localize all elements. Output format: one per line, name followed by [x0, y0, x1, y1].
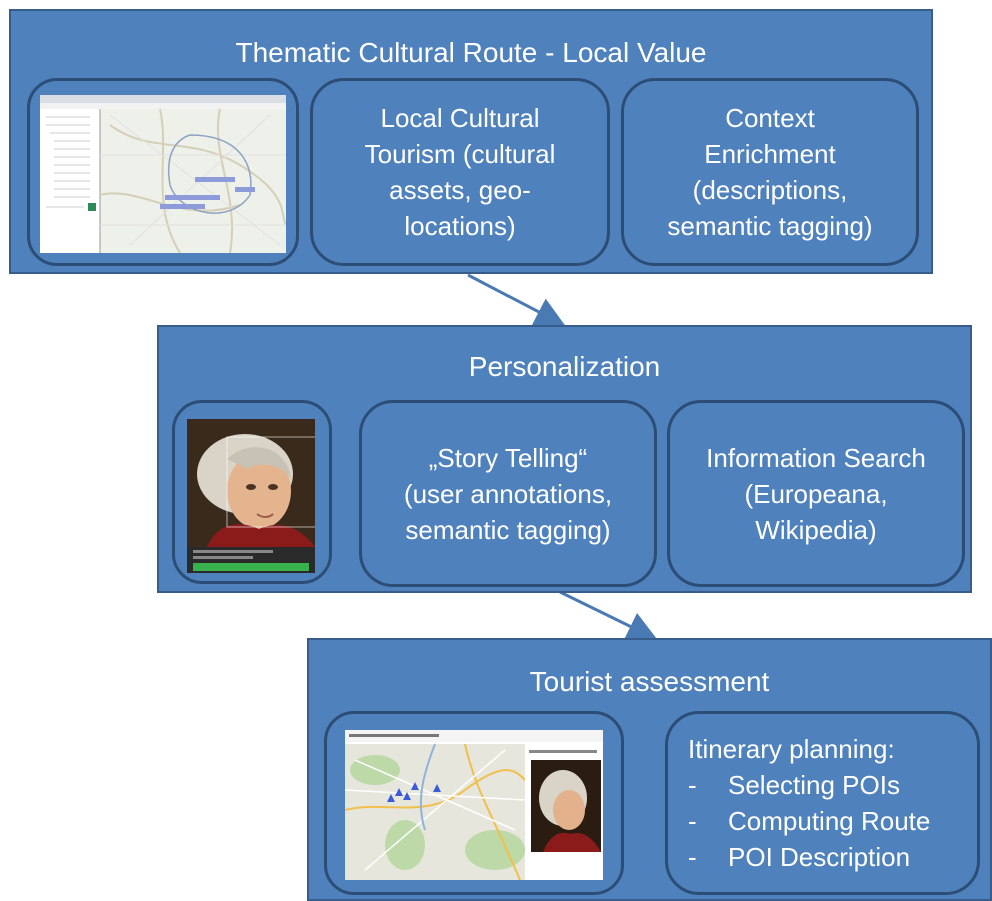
- route-map-image: [345, 730, 603, 880]
- card-line: (Europeana,: [744, 478, 888, 509]
- card-information-search: Information Search (Europeana, Wikipedia…: [667, 400, 965, 587]
- map-editor-screenshot: [40, 95, 286, 253]
- panel-thematic-cultural-route: Thematic Cultural Route - Local Value: [9, 9, 933, 274]
- itinerary-title: Itinerary planning:: [688, 734, 895, 764]
- card-line: Local Cultural: [380, 103, 540, 133]
- card-line: „Story Telling“: [428, 442, 588, 473]
- card-line: Wikipedia): [755, 514, 877, 545]
- card-line: locations): [404, 211, 516, 241]
- card-line: Context: [725, 103, 815, 133]
- card-line: Tourism (cultural: [364, 139, 556, 169]
- route-map-card: [324, 711, 624, 895]
- card-line: (user annotations,: [403, 478, 613, 509]
- map-editor-screenshot-card: [27, 78, 299, 266]
- card-line: Enrichment: [704, 139, 836, 169]
- map-editor-image: [40, 95, 286, 253]
- itinerary-item: - Selecting POIs: [688, 767, 930, 803]
- panel-title: Personalization: [468, 351, 661, 382]
- bullet-dash: -: [688, 806, 697, 836]
- portrait-app-card: [172, 400, 332, 584]
- itinerary-item-text: Selecting POIs: [728, 770, 900, 800]
- arrow-top-to-middle: [467, 273, 566, 326]
- itinerary-item-text: POI Description: [728, 842, 911, 872]
- bullet-dash: -: [688, 842, 697, 872]
- card-line: assets, geo-: [389, 175, 531, 205]
- bullet-dash: -: [688, 770, 697, 800]
- itinerary-item: - POI Description: [688, 839, 930, 875]
- panel-personalization: Personalization „Story Telling“: [157, 325, 972, 593]
- portrait-image: [187, 419, 315, 573]
- panel-title: Thematic Cultural Route - Local Value: [235, 37, 707, 68]
- itinerary-item-text: Computing Route: [728, 806, 931, 836]
- panel-tourist-assessment: Tourist assessment: [307, 638, 992, 901]
- route-map-screenshot: [345, 730, 603, 880]
- panel-title: Tourist assessment: [529, 666, 770, 697]
- card-local-cultural-tourism: Local Cultural Tourism (cultural assets,…: [310, 78, 610, 266]
- card-line: semantic tagging): [405, 514, 611, 545]
- card-line: (descriptions,: [692, 175, 848, 205]
- card-line: semantic tagging): [667, 211, 873, 241]
- card-line: Information Search: [706, 442, 926, 473]
- arrow-middle-to-bottom: [559, 590, 658, 640]
- itinerary-item: - Computing Route: [688, 803, 930, 839]
- card-story-telling: „Story Telling“ (user annotations, seman…: [359, 400, 657, 587]
- card-context-enrichment: Context Enrichment (descriptions, semant…: [621, 78, 919, 266]
- card-itinerary-planning: Itinerary planning: - Selecting POIs - C…: [665, 711, 980, 895]
- portrait-app-screenshot: [187, 419, 315, 573]
